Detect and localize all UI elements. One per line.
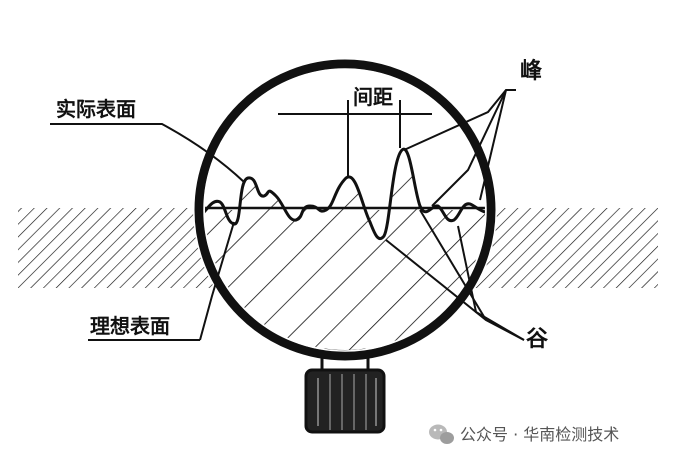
label-actual-surface: 实际表面 xyxy=(56,97,136,121)
magnifier-lens-rim xyxy=(194,59,496,361)
label-spacing: 间距 xyxy=(353,85,393,109)
spacing-dimension xyxy=(278,100,432,176)
leader-lines xyxy=(50,89,525,341)
label-valley: 谷 xyxy=(526,327,549,352)
watermark: 公众号 · 华南检测技术 xyxy=(429,424,619,444)
label-ideal-surface: 理想表面 xyxy=(90,314,170,338)
magnified-view xyxy=(205,147,485,350)
wechat-icon xyxy=(429,424,454,444)
watermark-text: 公众号 · 华南检测技术 xyxy=(460,425,619,444)
magnifier-handle xyxy=(304,348,386,434)
label-peak: 峰 xyxy=(520,59,543,84)
